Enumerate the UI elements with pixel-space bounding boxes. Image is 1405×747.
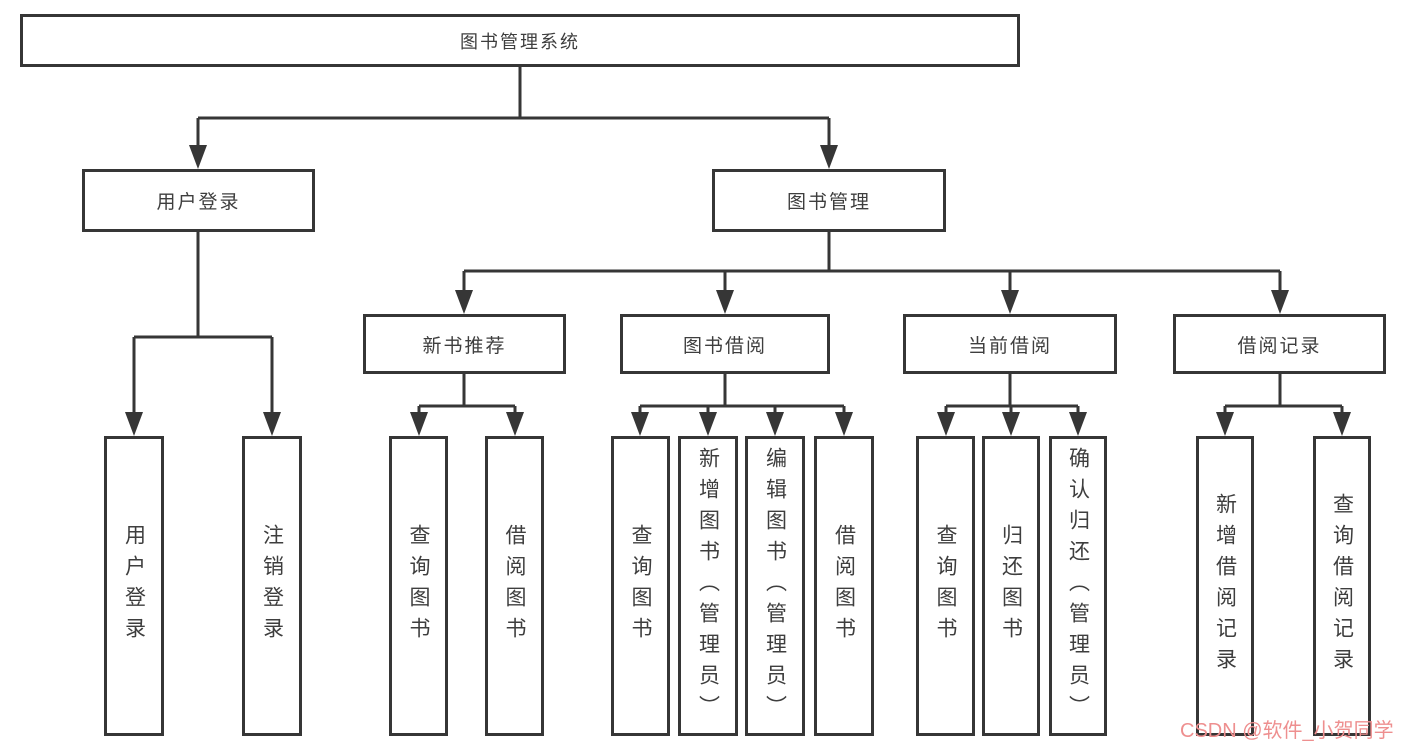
node-book-borrowing: 图书借阅 (620, 314, 830, 374)
node-user-login: 用户登录 (104, 436, 164, 736)
node-label: 编辑图书（管理员） (763, 446, 787, 726)
node-label: 确认归还（管理员） (1066, 446, 1090, 726)
node-label: 新增图书（管理员） (696, 446, 720, 726)
node-query-books-current: 查询图书 (916, 436, 975, 736)
csdn-watermark: CSDN @软件_小贺同学 (1180, 720, 1394, 742)
node-book-management-branch: 图书管理 (712, 169, 946, 232)
node-borrow-records: 借阅记录 (1173, 314, 1386, 374)
node-add-borrow-record: 新增借阅记录 (1196, 436, 1254, 736)
node-label: 注销登录 (260, 524, 284, 648)
node-new-book-recommend: 新书推荐 (363, 314, 566, 374)
arrowheads (125, 145, 1351, 436)
node-logout: 注销登录 (242, 436, 302, 736)
node-label: 查询借阅记录 (1330, 493, 1354, 679)
node-label: 借阅图书 (832, 524, 856, 648)
node-add-books-admin: 新增图书（管理员） (678, 436, 738, 736)
node-return-books: 归还图书 (982, 436, 1040, 736)
node-library-management-system: 图书管理系统 (20, 14, 1020, 67)
node-label: 归还图书 (999, 524, 1023, 648)
node-label: 查询图书 (934, 524, 957, 648)
node-query-borrow-record: 查询借阅记录 (1313, 436, 1371, 736)
node-label: 用户登录 (122, 524, 146, 648)
node-user-login-branch: 用户登录 (82, 169, 315, 232)
node-edit-books-admin: 编辑图书（管理员） (745, 436, 805, 736)
node-borrow-books-recommend: 借阅图书 (485, 436, 544, 736)
node-label: 查询图书 (629, 524, 652, 648)
node-query-books-borrowing: 查询图书 (611, 436, 670, 736)
node-confirm-return-admin: 确认归还（管理员） (1049, 436, 1107, 736)
node-borrow-books: 借阅图书 (814, 436, 874, 736)
node-label: 新增借阅记录 (1213, 493, 1237, 679)
node-label: 借阅图书 (503, 524, 526, 648)
node-label: 查询图书 (407, 524, 430, 648)
node-query-books-recommend: 查询图书 (389, 436, 448, 736)
node-current-borrowing: 当前借阅 (903, 314, 1117, 374)
